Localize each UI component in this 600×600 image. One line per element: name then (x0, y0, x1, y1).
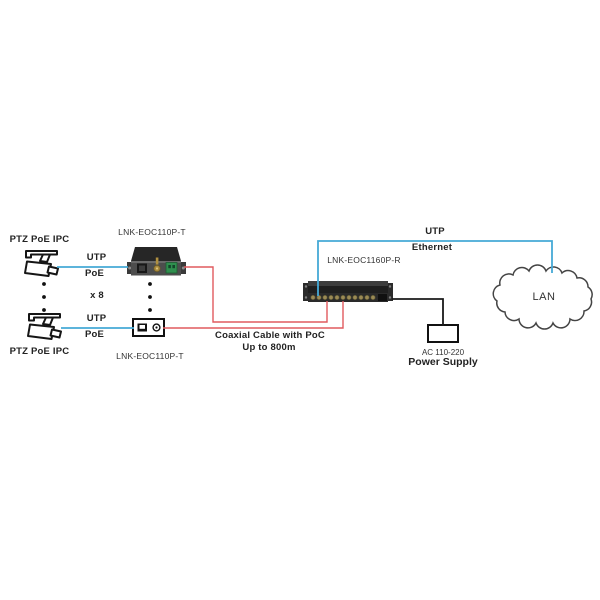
utp-label-top: UTP (86, 252, 107, 263)
lan-label: LAN (532, 291, 556, 303)
continuation-dots-left (42, 282, 46, 312)
power-line (392, 298, 444, 326)
transmitter-bottom-device (132, 318, 165, 337)
coax-line-bottom (163, 301, 344, 329)
power-supply-label: Power Supply (408, 356, 478, 368)
power-rating-label: AC 110-220 (421, 348, 465, 357)
ptz-camera-top-label: PTZ PoE IPC (9, 234, 70, 245)
utp-label-bottom: UTP (86, 313, 107, 324)
multiplier-label: x 8 (90, 290, 104, 301)
coax-label-line1: Coaxial Cable with PoC (215, 330, 325, 341)
transmitter-top-label: LNK-EOC110P-T (118, 227, 186, 237)
poe-label-top: PoE (84, 268, 105, 279)
receiver-label: LNK-EOC1160P-R (327, 255, 401, 265)
ptz-camera-bottom-icon (27, 313, 62, 340)
power-supply-box (427, 324, 459, 343)
uplink-ethernet-label: Ethernet (411, 242, 453, 253)
poe-label-bottom: PoE (84, 329, 105, 340)
lan-cloud (492, 264, 593, 330)
uplink-utp-label: UTP (425, 226, 445, 237)
ptz-camera-bottom-label: PTZ PoE IPC (9, 346, 70, 357)
utp-ethernet-uplink-line (317, 240, 553, 296)
ptz-camera-top-icon (24, 250, 59, 277)
transmitter-top-device (127, 247, 186, 276)
coax-label-line2: Up to 800m (242, 342, 296, 353)
receiver-device (303, 281, 393, 302)
coax-line-top (184, 266, 328, 323)
continuation-dots-right (148, 282, 152, 312)
transmitter-bottom-label: LNK-EOC110P-T (116, 351, 184, 361)
